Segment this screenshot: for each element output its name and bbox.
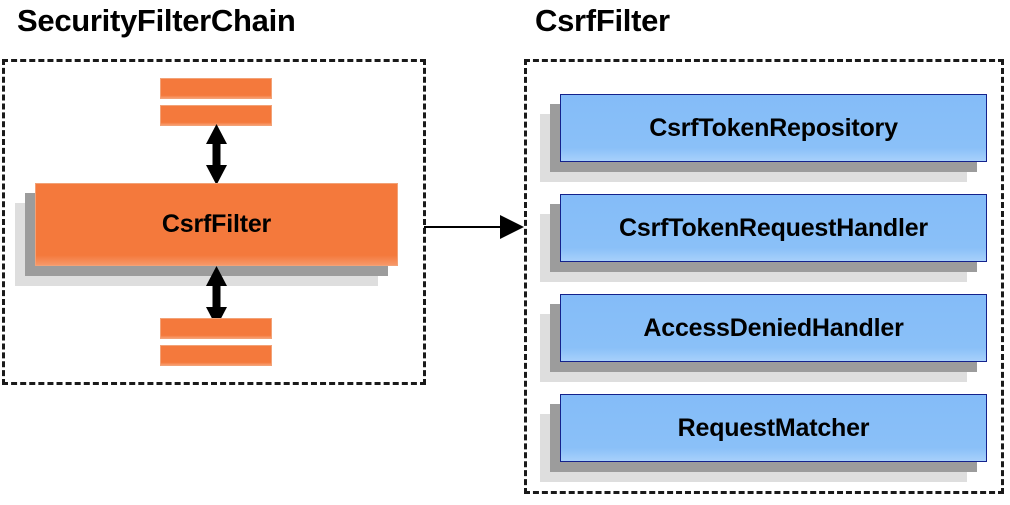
connector-arrow-above-csrffilter <box>200 124 233 185</box>
panel-security-filter-chain <box>2 59 426 385</box>
filter-strip-bottom-2 <box>160 345 272 366</box>
box-face: RequestMatcher <box>560 394 987 462</box>
box-face: CsrfTokenRequestHandler <box>560 194 987 262</box>
filter-strip-bottom-1 <box>160 318 272 339</box>
panel-title-csrffilter: CsrfFilter <box>535 3 670 38</box>
box-face: AccessDeniedHandler <box>560 294 987 362</box>
filter-strip-top-1 <box>160 78 272 99</box>
box-face: CsrfFilter <box>35 183 398 266</box>
box-label: CsrfTokenRepository <box>649 113 898 142</box>
connector-arrow-chain-to-csrffilter <box>424 212 528 242</box>
box-label-csrffilter: CsrfFilter <box>161 210 272 238</box>
panel-title-security-filter-chain: SecurityFilterChain <box>17 3 296 38</box>
panel-csrffilter <box>524 59 1004 494</box>
box-csrf-token-request-handler[interactable]: CsrfTokenRequestHandler <box>540 194 987 282</box>
filter-strip-top-2 <box>160 105 272 126</box>
box-label: CsrfTokenRequestHandler <box>619 213 928 242</box>
box-csrffilter-in-chain[interactable]: CsrfFilter <box>15 183 398 286</box>
box-access-denied-handler[interactable]: AccessDeniedHandler <box>540 294 987 382</box>
box-label: AccessDeniedHandler <box>643 313 904 342</box>
box-label: RequestMatcher <box>677 413 870 442</box>
box-csrf-token-repository[interactable]: CsrfTokenRepository <box>540 94 987 182</box>
box-face: CsrfTokenRepository <box>560 94 987 162</box>
box-request-matcher[interactable]: RequestMatcher <box>540 394 987 482</box>
connector-arrow-below-csrffilter <box>200 266 233 327</box>
